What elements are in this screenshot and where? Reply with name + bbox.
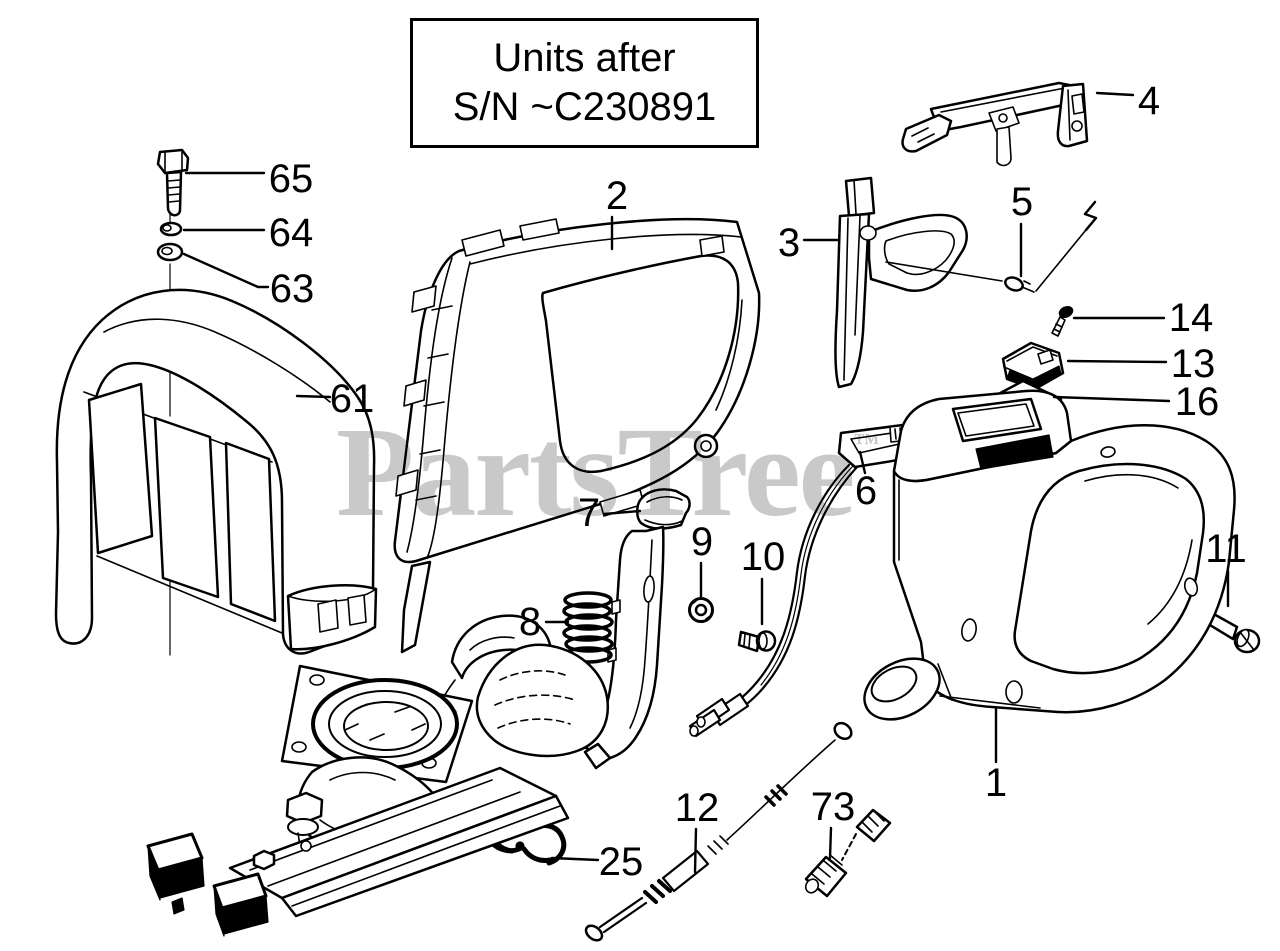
part-number-61: 61 [330,377,375,421]
leader-line-73 [828,826,833,860]
leader-line-13 [1066,359,1168,364]
part-8-spring [562,591,614,664]
part-number-7: 7 [578,491,600,535]
part-number-73: 73 [811,785,856,829]
leader-line-4 [1095,91,1135,97]
part-9-nut [688,597,714,623]
part-13-switch-button [1001,341,1065,391]
part-number-6: 6 [855,469,877,513]
part-61-front-handle [54,288,378,655]
part-4-latch-bracket [901,81,1089,167]
leader-line-16 [1052,395,1171,403]
part-number-1: 1 [985,761,1007,805]
part-14-screw [1051,305,1074,337]
part-number-12: 12 [675,786,720,830]
part-10-bolt [737,630,777,653]
part-number-4: 4 [1138,79,1160,123]
leader-line-63 [182,252,270,289]
part-number-63: 63 [270,267,315,311]
part-65-hex-bolt [156,148,190,217]
part-number-25: 25 [599,840,644,884]
serial-note-line1: Units after [493,36,676,81]
part-2-housing-frame [393,218,761,654]
part-5-screw [885,200,1098,293]
part-64-lock-washer [159,221,183,237]
serial-note-line2: S/N ~C230891 [452,85,717,129]
serial-note-box: Units after S/N ~C230891 [410,18,759,148]
part-number-10: 10 [741,535,786,579]
leader-line-61 [295,394,332,399]
part-number-14: 14 [1169,296,1214,340]
leader-line-7 [602,509,642,516]
part-number-3: 3 [778,221,800,265]
part-73-spring-adjuster [804,808,892,898]
part-number-65: 65 [269,157,314,201]
part-12-throttle-cable [584,721,853,942]
part-3-lockout-lever [834,176,968,389]
part-63-washer [156,242,184,262]
part-number-2: 2 [606,174,628,218]
leader-line-25 [550,856,600,862]
leader-line-6 [858,450,867,475]
part-number-11: 11 [1205,527,1247,571]
part-1-rear-handle-housing [863,389,1236,721]
gearbox-assembly [146,614,610,937]
part-number-13: 13 [1171,342,1216,386]
part-number-16: 16 [1175,380,1220,424]
part-number-64: 64 [269,211,314,255]
leader-line-12 [693,827,698,874]
part-number-5: 5 [1011,180,1033,224]
part-number-9: 9 [691,520,713,564]
part-number-8: 8 [519,600,541,644]
